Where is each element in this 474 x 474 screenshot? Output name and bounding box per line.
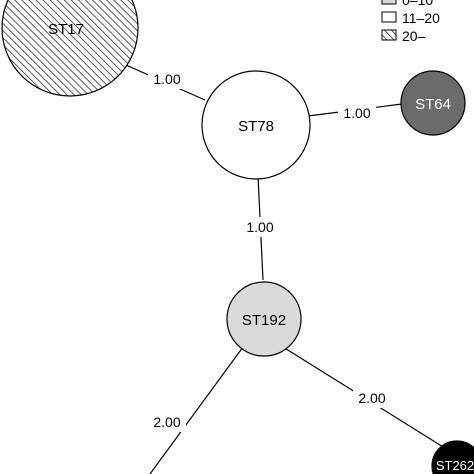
edge-label-bg xyxy=(148,412,186,432)
node-label-st64: ST64 xyxy=(415,96,451,113)
node-label-st78: ST78 xyxy=(238,118,274,135)
legend-swatch-0-10 xyxy=(381,0,397,5)
node-label-st262: ST262 xyxy=(436,458,474,473)
node-st17: ST17 xyxy=(1,0,139,97)
legend: 0–10 11–20 20– xyxy=(381,0,440,44)
legend-swatch-20-plus xyxy=(381,29,397,41)
edge-st192-offscreen xyxy=(149,346,244,474)
node-st192: ST192 xyxy=(226,281,302,357)
node-label-st17: ST17 xyxy=(48,21,84,38)
node-st78: ST78 xyxy=(201,70,311,180)
node-st262: ST262 xyxy=(431,440,474,474)
edge-label-st17-st78: 1.00 xyxy=(153,71,180,87)
edge-label-bg xyxy=(241,217,279,237)
edge-label-st192-offscreen: 2.00 xyxy=(153,414,180,430)
edge-label-bg xyxy=(353,388,391,408)
edge-label-bg xyxy=(338,103,376,123)
legend-label-11-20: 11–20 xyxy=(402,10,440,26)
legend-swatch-11-20 xyxy=(381,11,397,23)
edge-label-st78-st64: 1.00 xyxy=(343,105,370,121)
edge-label-st192-st262: 2.00 xyxy=(358,390,385,406)
legend-label-20-plus: 20– xyxy=(402,28,426,44)
node-label-st192: ST192 xyxy=(242,312,286,329)
legend-label-0-10: 0–10 xyxy=(402,0,433,8)
edge-label-bg xyxy=(148,69,186,89)
edge-label-st78-st192: 1.00 xyxy=(246,219,273,235)
node-st64: ST64 xyxy=(400,70,466,136)
